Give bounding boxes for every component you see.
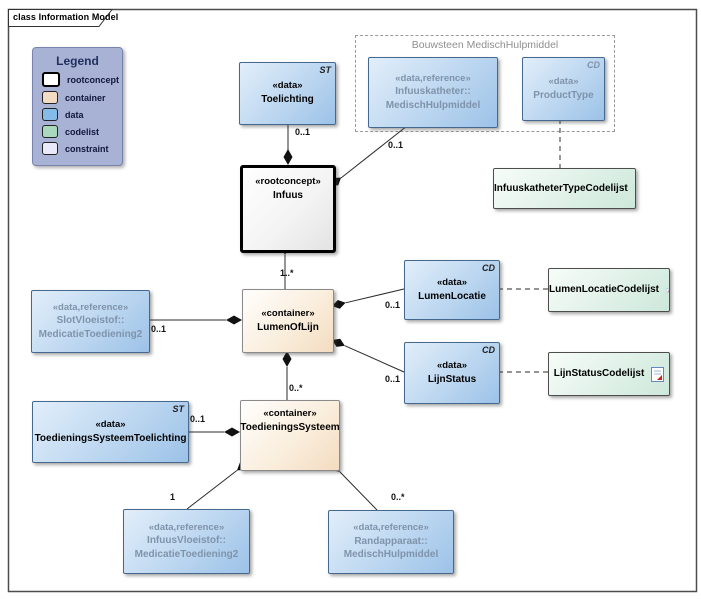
diamond-toedieningssysteem-left <box>224 427 240 437</box>
frame-tab-label: class Information Model <box>13 12 119 22</box>
datatype-tag: CD <box>587 60 600 70</box>
group-label: Bouwsteen MedischHulpmiddel <box>411 39 559 51</box>
class-name: LumenLocatie <box>418 290 486 302</box>
diamond-infuus-top <box>283 149 293 165</box>
stereotype: «data,reference» <box>52 301 129 313</box>
class-randapparaat-medischhulpmiddel[interactable]: «data,reference» Randapparaat:: MedischH… <box>328 510 454 574</box>
class-name: ToedieningsSysteemToelichting <box>34 432 187 444</box>
class-infuus[interactable]: «rootconcept» Infuus <box>240 165 336 253</box>
diagram-frame <box>7 8 698 593</box>
class-producttype[interactable]: CD «data» ProductType <box>522 57 605 121</box>
stereotype: «data» <box>95 418 126 430</box>
legend-item-data: data <box>42 108 122 121</box>
datatype-tag: CD <box>482 263 495 273</box>
legend-item-label: container <box>65 92 106 103</box>
class-name: Toelichting <box>261 94 314 106</box>
multiplicity-label: 1..* <box>280 268 294 278</box>
codelist-infuuskathetertype[interactable]: InfuuskatheterTypeCodelijst <box>493 168 636 209</box>
class-name-line2: MedischHulpmiddel <box>343 549 439 561</box>
multiplicity-label: 0..1 <box>190 414 206 424</box>
multiplicity-label: 0..1 <box>295 127 311 137</box>
legend-item-label: data <box>65 109 84 120</box>
class-infuusvloeistof-medicatietoediening2[interactable]: «data,reference» InfuusVloeistof:: Medic… <box>123 509 250 574</box>
class-name: LumenOfLijn <box>257 321 319 333</box>
multiplicity-label: 0..1 <box>385 374 401 384</box>
legend-title: Legend <box>56 54 99 68</box>
edge-toedieningssysteem-infuusvloeistof <box>186 470 238 510</box>
class-lumenlocatie[interactable]: CD «data» LumenLocatie <box>404 260 500 320</box>
class-name: Randapparaat:: <box>354 535 428 547</box>
stereotype: «data» <box>272 80 303 92</box>
container-swatch <box>42 91 58 104</box>
class-toedieningssysteem[interactable]: «container» ToedieningsSysteem <box>240 400 340 471</box>
class-name-line2: MedischHulpmiddel <box>385 99 481 111</box>
diamond-lumenoflijn-right-lower <box>332 338 345 347</box>
stereotype: «data» <box>548 75 579 87</box>
class-name-line2: MedicatieToediening2 <box>134 548 239 560</box>
legend-item-constraint: constraint <box>42 142 122 155</box>
diamond-lumenoflijn-left <box>226 315 242 325</box>
stereotype: «rootconcept» <box>255 176 321 187</box>
codelist-swatch <box>42 125 58 138</box>
class-lumenoflijn[interactable]: «container» LumenOfLijn <box>242 289 334 353</box>
document-icon <box>651 366 665 382</box>
class-slotvloeistof-medicatietoediening2[interactable]: «data,reference» SlotVloeistof:: Medicat… <box>31 290 150 353</box>
multiplicity-label: 0..* <box>391 492 405 502</box>
class-name: ProductType <box>533 89 594 101</box>
legend-item-container: container <box>42 91 122 104</box>
codelist-lumenlocatie[interactable]: LumenLocatieCodelijst <box>548 268 670 312</box>
class-name: Infuuskatheter:: <box>395 86 471 98</box>
constraint-swatch <box>42 142 58 155</box>
datatype-tag: ST <box>172 404 184 414</box>
class-name: Infuus <box>273 189 303 201</box>
multiplicity-label: 1 <box>170 492 176 502</box>
legend: Legend rootconcept container data codeli… <box>32 47 123 166</box>
multiplicity-label: 0..* <box>289 383 303 393</box>
stereotype: «container» <box>261 307 315 319</box>
multiplicity-label: 0..1 <box>385 300 401 310</box>
datatype-tag: ST <box>319 65 331 75</box>
stereotype: «data,reference» <box>148 521 225 533</box>
stereotype: «data,reference» <box>353 522 429 534</box>
legend-item-label: rootconcept <box>67 74 120 85</box>
class-name-line2: MedicatieToediening2 <box>38 328 143 340</box>
codelist-lijnstatus[interactable]: LijnStatusCodelijst <box>548 352 670 396</box>
class-name: ToedieningsSysteem <box>240 421 340 433</box>
class-lijnstatus[interactable]: CD «data» LijnStatus <box>404 342 500 404</box>
datatype-tag: CD <box>482 345 495 355</box>
stereotype: «data» <box>436 359 468 371</box>
data-swatch <box>42 108 58 121</box>
class-name: SlotVloeistof:: <box>56 315 125 327</box>
document-icon <box>666 288 669 292</box>
legend-item-rootconcept: rootconcept <box>42 72 122 87</box>
class-name: InfuusVloeistof:: <box>147 535 226 547</box>
legend-item-codelist: codelist <box>42 125 122 138</box>
edge-infuuskatheter-infuus <box>340 125 408 179</box>
legend-item-label: codelist <box>65 126 100 137</box>
rootconcept-swatch <box>42 72 60 87</box>
class-name: LijnStatus <box>427 373 477 385</box>
stereotype: «data» <box>436 276 468 288</box>
stereotype: «data,reference» <box>395 72 471 84</box>
edge-lumenoflijn-lijnstatus <box>344 345 405 373</box>
multiplicity-label: 0..1 <box>388 140 404 150</box>
legend-item-label: constraint <box>65 143 109 154</box>
codelist-name: LijnStatusCodelijst <box>553 368 645 380</box>
class-toedieningssysteemtoelichting[interactable]: ST «data» ToedieningsSysteemToelichting <box>32 401 189 463</box>
diamond-lumenoflijn-right-upper <box>332 300 346 309</box>
class-toelichting[interactable]: ST «data» Toelichting <box>239 62 336 125</box>
edge-toedieningssysteem-randapparaat <box>339 471 378 511</box>
edge-lumenoflijn-lumenlocatie <box>345 288 405 304</box>
codelist-name: LumenLocatieCodelijst <box>549 284 660 296</box>
stereotype: «container» <box>263 408 317 419</box>
class-infuuskatheter-medischhulpmiddel[interactable]: «data,reference» Infuuskatheter:: Medisc… <box>368 57 498 128</box>
codelist-name: InfuuskatheterTypeCodelijst <box>494 182 628 194</box>
multiplicity-label: 0..1 <box>151 324 167 334</box>
frame-tab-shape <box>8 9 114 27</box>
group-bouwsteen-medischhulpmiddel: Bouwsteen MedischHulpmiddel <box>355 35 615 132</box>
diamond-lumenoflijn-bottom <box>282 351 292 367</box>
